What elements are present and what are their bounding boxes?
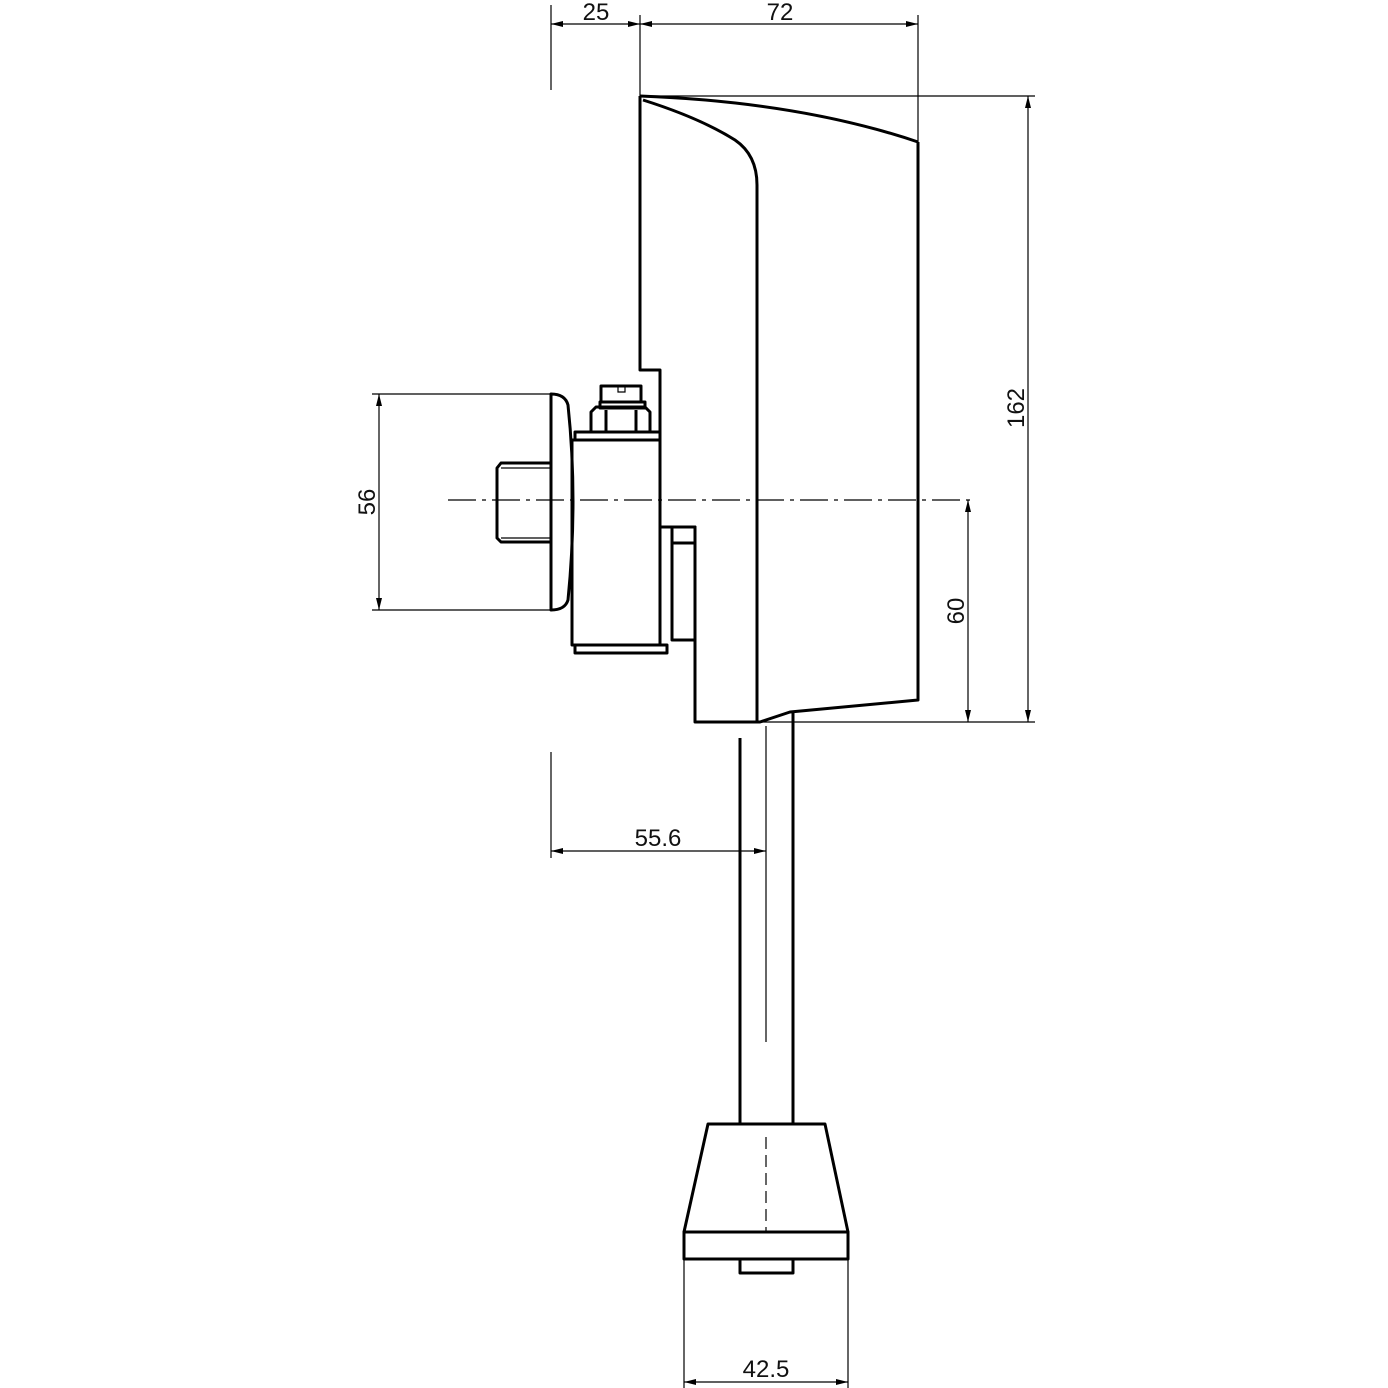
dim-wall-offset: 25 xyxy=(583,0,610,26)
dim-pipe-offset: 55.6 xyxy=(635,825,682,852)
dim-body-depth: 72 xyxy=(767,0,794,26)
dim-foot-width: 42.5 xyxy=(743,1356,790,1383)
screw xyxy=(599,384,643,402)
pipe-foot xyxy=(682,1122,850,1275)
dim-total-height: 162 xyxy=(1003,388,1030,428)
dim-inlet-height: 60 xyxy=(943,598,970,625)
wall-bracket xyxy=(495,384,697,655)
nut xyxy=(589,405,652,432)
dim-flange-diameter: 56 xyxy=(354,489,381,516)
flush-pipe xyxy=(738,712,795,1124)
inlet-stub xyxy=(495,461,551,544)
dimensions xyxy=(372,5,1035,1388)
flange xyxy=(549,392,575,612)
valve-body xyxy=(638,94,920,724)
